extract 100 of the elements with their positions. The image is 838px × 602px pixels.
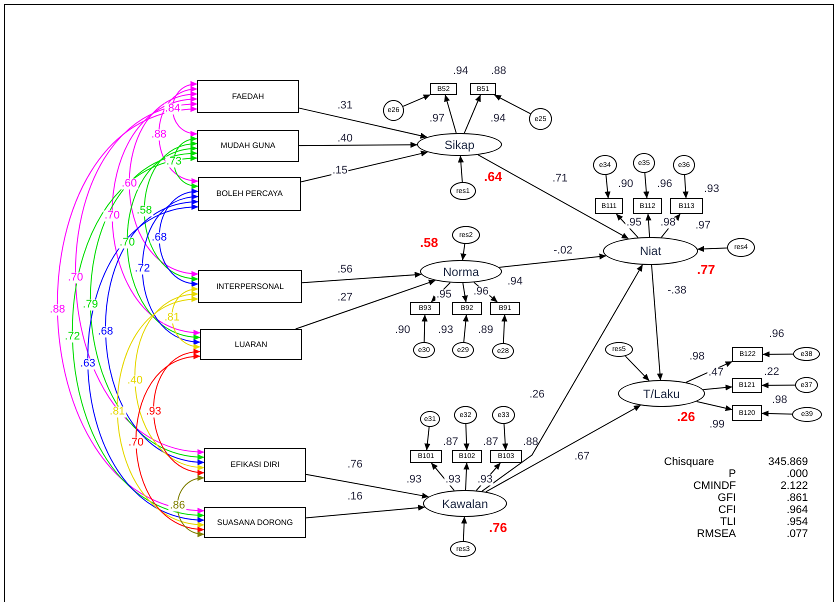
- arrow: [651, 264, 663, 380]
- arrow: [762, 410, 793, 417]
- arrow: [762, 351, 794, 358]
- correlation-label: .68: [150, 232, 168, 244]
- arrow: [702, 384, 732, 390]
- arrow: [696, 401, 732, 412]
- arrow: [402, 94, 430, 107]
- arrow: [604, 174, 611, 198]
- correlation-label: .68: [96, 326, 114, 338]
- correlation-label: .70: [103, 210, 121, 222]
- covariance-arrow: [153, 350, 204, 475]
- path-coefficient: .95: [435, 290, 453, 300]
- correlation-label: .73: [165, 156, 183, 168]
- squared-correlation-value: .94: [453, 66, 468, 77]
- arrow: [501, 314, 508, 344]
- correlation-label: .81: [163, 312, 181, 324]
- fit-statistic-name: TLI: [719, 516, 736, 528]
- arrow: [482, 264, 643, 492]
- arrow: [298, 108, 428, 139]
- fit-statistic-name: P: [728, 468, 736, 480]
- observed-variable-box: FAEDAH: [197, 80, 299, 113]
- observed-variable-box: SUASANA DORONG: [204, 507, 306, 538]
- latent-variable-ellipse: Niat: [603, 237, 698, 265]
- correlation-label: .58: [136, 206, 153, 217]
- path-coefficient: .97: [428, 114, 446, 124]
- squared-correlation-value: .98: [772, 395, 788, 406]
- fit-statistic-name: CFI: [717, 504, 736, 516]
- arrow: [306, 474, 430, 499]
- r-squared-value: .77: [697, 263, 716, 276]
- covariance-arrow: [105, 200, 204, 464]
- arrow: [463, 462, 470, 490]
- covariance-arrow: [158, 189, 198, 286]
- correlation-label: .60: [120, 178, 138, 190]
- fit-statistic-value: 345.869: [767, 456, 808, 468]
- correlation-label: .70: [118, 237, 136, 248]
- arrow: [697, 246, 728, 252]
- path-coefficient: .16: [346, 492, 364, 502]
- covariance-arrow: [171, 286, 200, 349]
- fit-statistic-value: .964: [786, 504, 808, 516]
- observed-variable-box: LUARAN: [200, 329, 302, 360]
- correlation-label: .93: [144, 406, 162, 418]
- covariance-arrow: [134, 292, 204, 470]
- fit-statistic-name: Chisquare: [664, 456, 716, 468]
- arrow: [300, 150, 428, 182]
- arrow: [462, 314, 469, 343]
- path-coefficient: .67: [573, 452, 591, 462]
- arrow: [616, 214, 639, 238]
- squared-correlation-value: .89: [478, 325, 494, 336]
- covariance-arrow: [173, 136, 198, 188]
- observed-variable-box: INTERPERSONAL: [198, 270, 302, 303]
- arrow: [645, 214, 652, 238]
- arrow: [302, 272, 422, 284]
- r-squared-value: .76: [489, 521, 508, 534]
- fit-statistic-name: RMSEA: [696, 528, 736, 540]
- observed-variable-box: EFIKASI DIRI: [204, 448, 306, 482]
- path-coefficient: .94: [506, 276, 524, 288]
- arrow: [464, 94, 481, 134]
- correlation-label: .84: [164, 103, 182, 114]
- covariance-arrow: [158, 87, 198, 184]
- squared-correlation-value: .88: [491, 66, 506, 77]
- latent-variable-ellipse: T/Laku: [618, 380, 705, 407]
- path-coefficient: .93: [444, 474, 462, 486]
- correlation-label: .79: [82, 300, 100, 311]
- correlation-label: .40: [126, 375, 144, 386]
- path-coefficient: .96: [472, 286, 490, 298]
- arrow: [485, 404, 641, 492]
- correlation-label: .63: [79, 358, 96, 370]
- arrow: [464, 424, 470, 450]
- path-coefficient: .93: [405, 474, 423, 486]
- observed-variable-box: MUDAH GUNA: [197, 130, 299, 162]
- correlation-label: .81: [108, 406, 126, 418]
- path-coefficient: .98: [688, 352, 706, 362]
- squared-correlation-value: .90: [618, 179, 634, 190]
- arrow: [462, 282, 468, 302]
- arrow: [624, 356, 650, 382]
- r-squared-value: .26: [677, 410, 696, 423]
- fit-statistic-value: .077: [786, 528, 808, 540]
- path-coefficient: .97: [694, 220, 712, 232]
- covariance-arrow: [128, 92, 198, 276]
- squared-correlation-value: .87: [483, 437, 498, 448]
- latent-variable-ellipse: Kawalan: [423, 490, 507, 517]
- covariance-arrow: [56, 107, 204, 513]
- path-coefficient: .95: [625, 218, 643, 228]
- path-coefficient: .76: [346, 460, 364, 470]
- arrow: [762, 382, 796, 388]
- path-coefficient: .40: [336, 134, 354, 144]
- squared-correlation-value: .93: [704, 184, 720, 195]
- fit-statistic-value: 2.122: [779, 480, 808, 492]
- arrow: [494, 94, 531, 114]
- covariance-arrow: [144, 142, 198, 281]
- squared-correlation-value: .90: [395, 325, 410, 336]
- arrow: [458, 156, 464, 182]
- path-coefficient: .98: [659, 218, 677, 228]
- covariance-arrow: [112, 97, 200, 335]
- path-coefficient: .15: [331, 166, 349, 176]
- squared-correlation-value: .22: [764, 367, 780, 378]
- covariance-arrow: [172, 82, 198, 136]
- path-coefficient: .93: [476, 474, 494, 486]
- squared-correlation-value: .96: [657, 179, 672, 190]
- correlation-label: .88: [150, 130, 168, 141]
